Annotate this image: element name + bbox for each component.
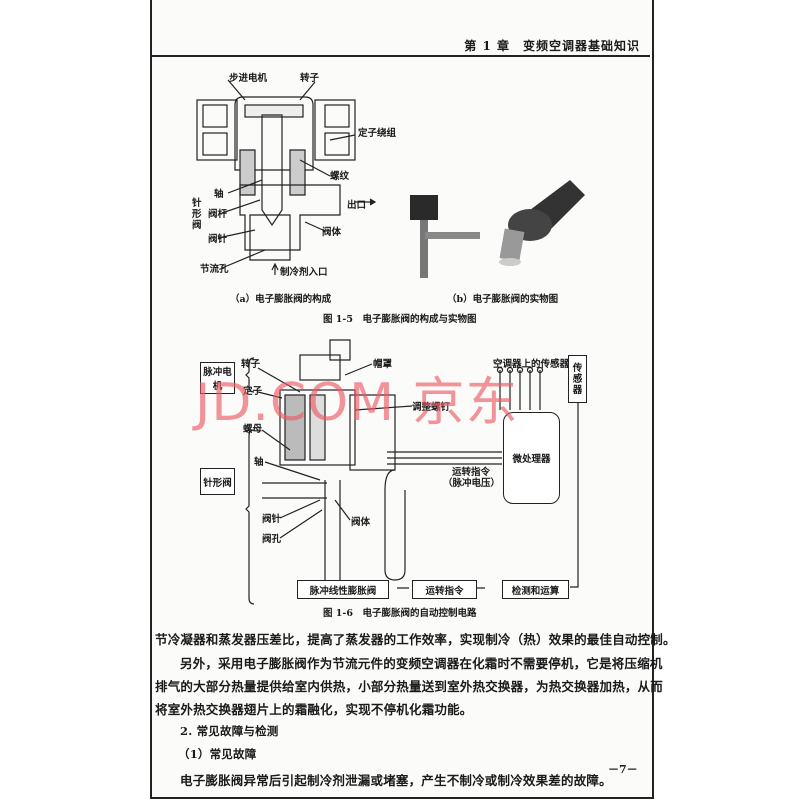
box-pulse-motor: 脉冲电机 bbox=[200, 362, 235, 394]
label-needle-valve: 针形阀 bbox=[192, 198, 202, 231]
flow-box-pulse-valve: 脉冲线性膨胀阀 bbox=[297, 580, 389, 599]
body-line: 将室外热交换器翅片上的霜融化，实现不停机化霜功能。 bbox=[155, 702, 473, 717]
box-needle-valve: 针形阀 bbox=[200, 468, 235, 495]
label-valve-hole: 阀孔 bbox=[262, 534, 282, 545]
label-stator-winding: 定子绕组 bbox=[358, 128, 397, 139]
label-rotor: 转子 bbox=[300, 73, 320, 84]
label-thread: 螺纹 bbox=[330, 171, 350, 182]
label-valve-needle-2: 阀针 bbox=[262, 514, 282, 525]
body-line: 电子膨胀阀异常后引起制冷剂泄漏或堵塞，产生不制冷或制冷效果差的故障。 bbox=[180, 773, 612, 788]
label-valve-body: 阀体 bbox=[322, 227, 342, 238]
label-valve-stem: 阀杆 bbox=[208, 209, 228, 220]
label-rotor-2: 转子 bbox=[241, 359, 261, 370]
body-line: 另外，采用电子膨胀阀作为节流元件的变频空调器在化霜时不需要停机，它是将压缩机 bbox=[180, 656, 663, 671]
flow-box-detect-compute: 检测和运算 bbox=[502, 580, 569, 599]
label-cap: 帽罩 bbox=[373, 359, 393, 370]
label-pulse-voltage: （脉冲电压） bbox=[443, 478, 501, 489]
label-nut: 螺母 bbox=[243, 424, 263, 435]
running-header: 第 1 章 变频空调器基础知识 bbox=[464, 39, 640, 53]
valve-photo-1 bbox=[410, 195, 480, 278]
valve-photo-2 bbox=[499, 180, 585, 266]
label-valve-needle: 阀针 bbox=[208, 234, 228, 245]
subsection-heading: （1）常见故障 bbox=[178, 747, 257, 761]
flow-box-run-command: 运转指令 bbox=[412, 580, 477, 599]
caption-a: （a）电子膨胀阀的构成 bbox=[230, 294, 332, 305]
box-microprocessor: 微处理器 bbox=[503, 412, 560, 504]
header-rule bbox=[150, 55, 650, 57]
label-valve-body-2: 阀体 bbox=[351, 517, 371, 528]
label-shaft-2: 轴 bbox=[254, 457, 264, 468]
label-sensors-on-ac: 空调器上的传感器 bbox=[493, 359, 570, 370]
label-stepper-motor: 步进电机 bbox=[229, 73, 268, 84]
section-heading: 2. 常见故障与检测 bbox=[180, 724, 279, 738]
box-sensor: 传感器 bbox=[568, 355, 587, 403]
figure-1-5-caption: 图 1-5 电子膨胀阀的构成与实物图 bbox=[323, 314, 477, 325]
figure-1-6-caption: 图 1-6 电子膨胀阀的自动控制电路 bbox=[323, 608, 477, 619]
label-refrigerant-inlet: 制冷剂入口 bbox=[280, 267, 328, 278]
watermark-logo: JD.COM 京东 bbox=[195, 373, 519, 433]
label-run-command: 运转指令 bbox=[452, 467, 491, 478]
page-number: －7－ bbox=[608, 763, 638, 776]
body-line: 节冷凝器和蒸发器压差比，提高了蒸发器的工作效率，实现制冷（热）效果的最佳自动控制… bbox=[155, 632, 676, 647]
label-shaft: 轴 bbox=[214, 189, 224, 200]
label-adjust-screw: 调整螺钉 bbox=[412, 402, 451, 413]
caption-b: （b）电子膨胀阀的实物图 bbox=[447, 294, 559, 305]
label-stator: 定子 bbox=[243, 386, 263, 397]
body-line: 排气的大部分热量提供给室内供热，小部分热量送到室外热交换器，为热交换器加热，从而 bbox=[155, 679, 664, 694]
label-orifice: 节流孔 bbox=[200, 264, 229, 275]
label-outlet: 出口 bbox=[347, 200, 367, 211]
